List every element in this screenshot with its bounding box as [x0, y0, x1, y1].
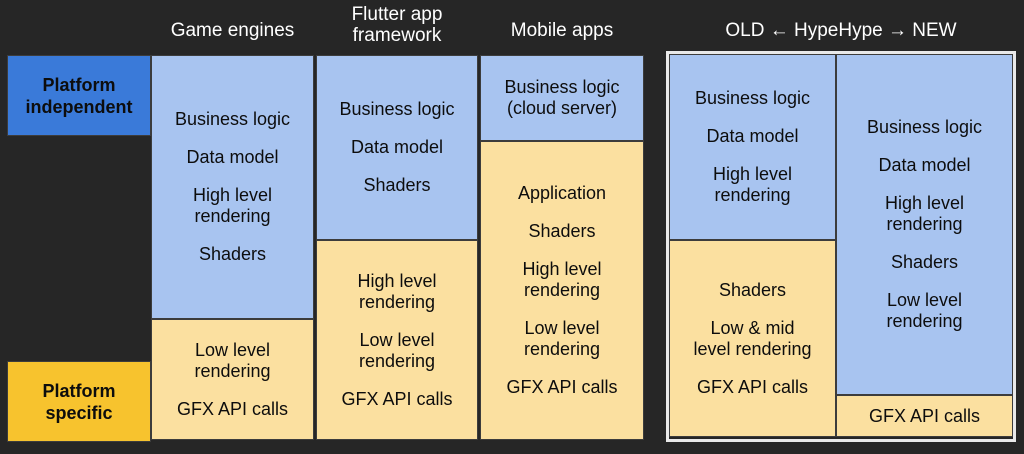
layer-business-logic: Business logic — [866, 117, 983, 137]
layer-high-level-rendering: High level rendering — [357, 270, 437, 312]
legend-platform-independent: Platform independent — [7, 55, 151, 136]
layer-shaders: Shaders — [198, 244, 267, 264]
layer-data-model: Data model — [878, 155, 971, 175]
layer-gfx-api-calls: GFX API calls — [868, 405, 981, 426]
layer-high-level-rendering: High level rendering — [522, 259, 602, 300]
layer-business-logic: Business logic — [339, 99, 455, 119]
layer-high-level-rendering: High level rendering — [712, 164, 793, 205]
layer-shaders: Shaders — [718, 279, 787, 300]
column-flutter-app-framework: Business logic Data model Shaders High l… — [316, 55, 478, 440]
layer-low-and-mid-level-rendering: Low & mid level rendering — [693, 317, 812, 359]
segment-specific-flutter: High level rendering Low level rendering… — [316, 240, 478, 440]
layer-data-model: Data model — [186, 147, 279, 167]
layer-low-level-rendering: Low level rendering — [523, 318, 601, 359]
column-hypehype-old: Business logic Data model High level ren… — [669, 54, 836, 437]
layer-gfx-api-calls: GFX API calls — [176, 398, 289, 419]
segment-independent-game-engines: Business logic Data model High level ren… — [151, 55, 314, 319]
segment-independent-flutter: Business logic Data model Shaders — [316, 55, 478, 240]
layer-data-model: Data model — [706, 126, 799, 146]
column-game-engines: Business logic Data model High level ren… — [151, 55, 314, 440]
layer-shaders: Shaders — [363, 175, 431, 195]
hypehype-group-frame — [666, 51, 1016, 442]
segment-specific-mobile-apps: Application Shaders High level rendering… — [480, 141, 644, 440]
layer-shaders: Shaders — [528, 221, 596, 241]
legend-platform-specific: Platform specific — [7, 361, 151, 442]
column-heading-game-engines: Game engines — [170, 20, 295, 41]
segment-specific-hypehype-old: Shaders Low & mid level rendering GFX AP… — [669, 240, 836, 437]
segment-specific-hypehype-new: GFX API calls — [836, 395, 1013, 437]
column-hypehype-new: Business logic Data model High level ren… — [836, 54, 1013, 437]
layer-high-level-rendering: High level rendering — [192, 185, 273, 226]
layer-gfx-api-calls: GFX API calls — [506, 377, 618, 397]
layer-low-level-rendering: Low level rendering — [358, 329, 436, 371]
column-heading-hypehype: OLD ← HypeHype → NEW — [725, 20, 957, 41]
layer-gfx-api-calls: GFX API calls — [696, 376, 809, 397]
layer-business-logic: Business logic — [694, 88, 811, 108]
layer-application: Application — [517, 183, 607, 203]
layer-low-level-rendering: Low level rendering — [886, 290, 963, 331]
segment-specific-game-engines: Low level rendering GFX API calls — [151, 319, 314, 440]
column-heading-flutter-app-framework: Flutter app framework — [351, 4, 443, 46]
layer-business-logic: Business logic — [174, 109, 291, 129]
layer-business-logic-cloud-server: Business logic (cloud server) — [504, 77, 620, 118]
layer-gfx-api-calls: GFX API calls — [341, 388, 453, 409]
segment-independent-hypehype-old: Business logic Data model High level ren… — [669, 54, 836, 240]
layer-data-model: Data model — [350, 137, 444, 157]
layer-shaders: Shaders — [890, 252, 959, 272]
column-mobile-apps: Business logic (cloud server) Applicatio… — [480, 55, 644, 440]
layer-high-level-rendering: High level rendering — [884, 193, 965, 234]
layer-low-level-rendering: Low level rendering — [194, 339, 271, 381]
column-heading-mobile-apps: Mobile apps — [510, 20, 614, 41]
segment-independent-mobile-apps: Business logic (cloud server) — [480, 55, 644, 141]
segment-independent-hypehype-new: Business logic Data model High level ren… — [836, 54, 1013, 395]
